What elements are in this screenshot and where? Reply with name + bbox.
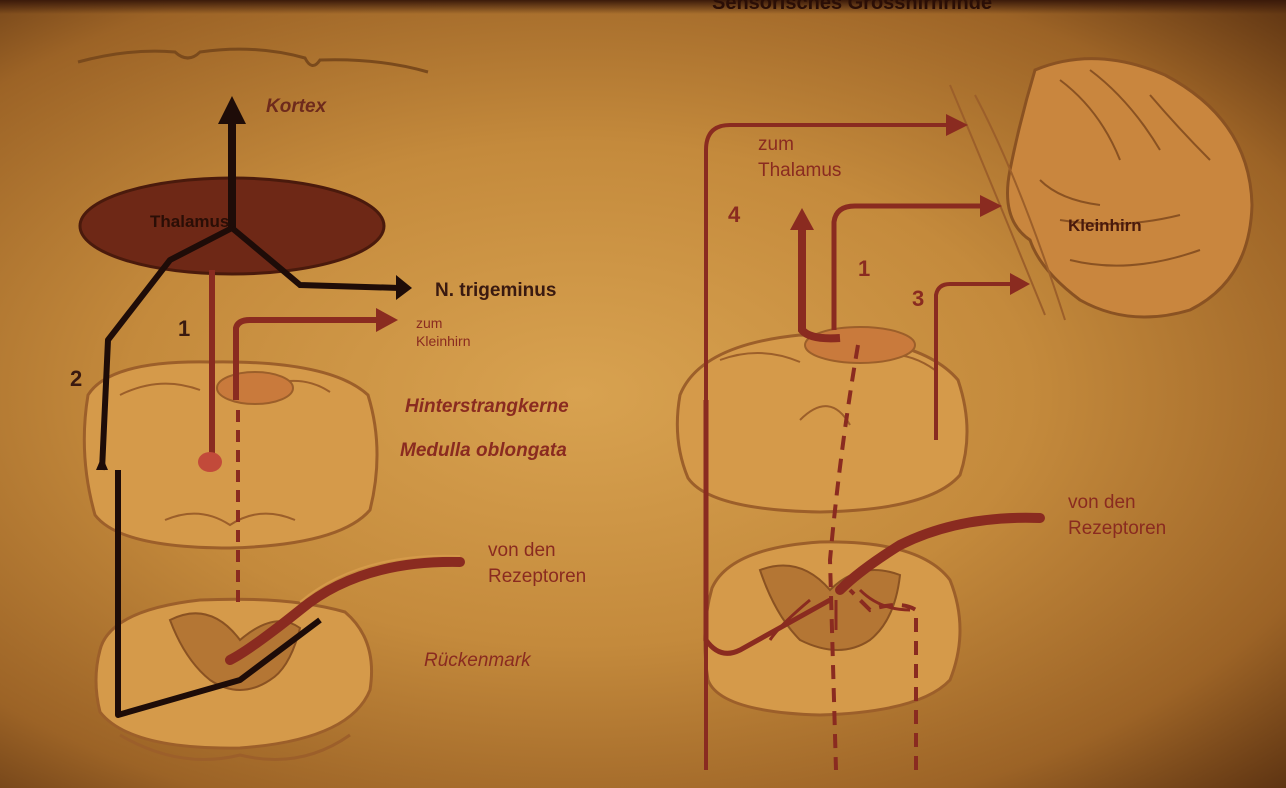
medulla-shape-right (677, 335, 967, 512)
label-cortex: Kortex (266, 96, 326, 118)
label-rezeptoren-left: von den Rezeptoren (488, 538, 586, 590)
label-number-4: 4 (728, 202, 740, 228)
label-rueckenmark: Rückenmark (424, 650, 531, 672)
label-number-3: 3 (912, 286, 924, 312)
label-number-1-left: 1 (178, 316, 190, 342)
hinterstrang-nuclei-left (217, 372, 293, 404)
hinterstrang-nuclei-right (805, 327, 915, 363)
label-zum-kleinhirn: zum Kleinhirn (416, 314, 470, 350)
label-number-1-right: 1 (858, 256, 870, 282)
label-kleinhirn: Kleinhirn (1068, 216, 1142, 236)
label-zum-thalamus: zum Thalamus (758, 132, 841, 184)
label-rezeptoren-right: von den Rezeptoren (1068, 490, 1166, 542)
cerebellum-shape (1008, 59, 1253, 317)
cortex-outline (78, 49, 428, 72)
label-medulla-oblongata: Medulla oblongata (400, 440, 567, 462)
label-hinterstrangkerne: Hinterstrangkerne (405, 396, 569, 418)
label-trigeminus: N. trigeminus (435, 280, 556, 302)
label-number-2: 2 (70, 366, 82, 392)
label-thalamus: Thalamus (150, 212, 229, 232)
